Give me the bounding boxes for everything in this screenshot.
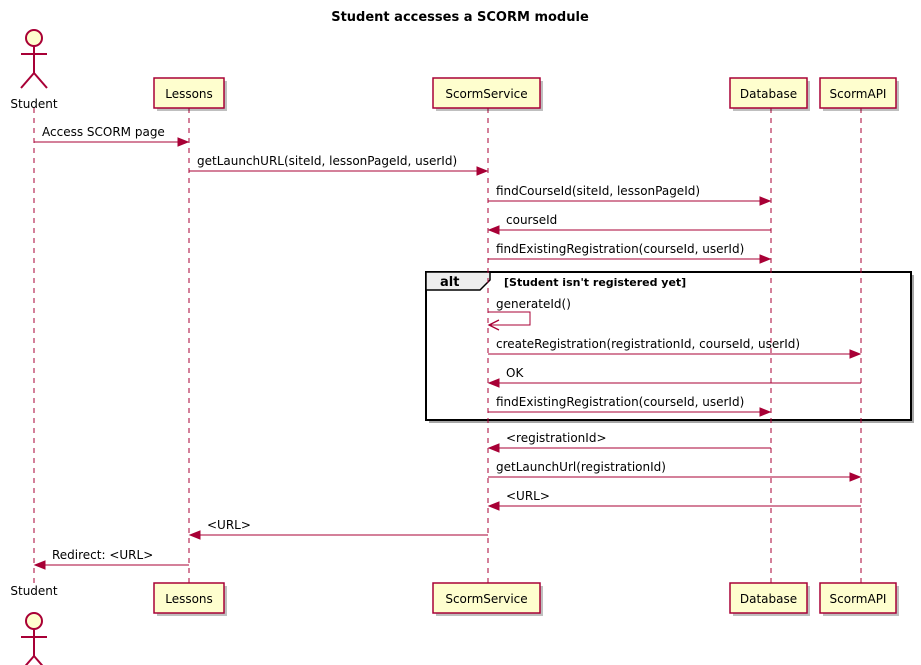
message-8: OK — [487, 366, 861, 388]
message-label: <URL> — [207, 518, 251, 532]
participant-box — [432, 582, 541, 614]
message-label: createRegistration(registrationId, cours… — [496, 337, 800, 351]
arrow-head — [759, 254, 772, 264]
participant-database-bottom: Database — [729, 582, 810, 616]
participant-label: ScormService — [445, 87, 527, 101]
message-14: Redirect: <URL> — [33, 548, 189, 570]
participant-database-top: Database — [729, 77, 810, 111]
arrow-head — [487, 225, 500, 235]
message-11: getLaunchUrl(registrationId) — [488, 460, 862, 482]
actor-left-leg — [20, 72, 35, 89]
participant-label: Database — [740, 87, 797, 101]
alt-fragment-condition: [Student isn't registered yet] — [504, 276, 686, 289]
participant-scorm-service-top: ScormService — [432, 77, 543, 111]
participant-label: Lessons — [165, 87, 213, 101]
message-label: Redirect: <URL> — [52, 548, 153, 562]
message-6: generateId() — [487, 297, 571, 331]
participant-lessons-top: Lessons — [153, 77, 227, 111]
actor-right-leg — [33, 72, 48, 89]
alt-fragment-keyword: alt — [440, 275, 459, 290]
message-label: Access SCORM page — [42, 125, 165, 139]
alt-fragment-frame — [425, 271, 912, 421]
actor-right-leg — [33, 655, 44, 665]
message-label: OK — [506, 366, 524, 380]
arrow-head — [849, 472, 862, 482]
actor-head-icon — [25, 29, 43, 47]
actor-left-leg — [24, 655, 35, 665]
participant-label: ScormAPI — [830, 87, 887, 101]
participant-label: ScormAPI — [830, 592, 887, 606]
actor-head-icon — [25, 612, 43, 630]
message-7: createRegistration(registrationId, cours… — [488, 337, 862, 359]
participant-box — [819, 77, 897, 109]
message-9: findExistingRegistration(courseId, userI… — [488, 395, 772, 417]
actor-student-bottom: Student — [10, 584, 58, 665]
participant-scorm-api-top: ScormAPI — [819, 77, 899, 111]
message-label: findExistingRegistration(courseId, userI… — [496, 242, 744, 256]
arrow-head — [759, 196, 772, 206]
actor-label: Student — [10, 97, 58, 111]
participant-label: ScormService — [445, 592, 527, 606]
message-5: findExistingRegistration(courseId, userI… — [488, 242, 772, 264]
actor-student-top: Student — [10, 29, 58, 111]
arrow-head — [487, 443, 500, 453]
arrow-head — [487, 319, 500, 331]
participant-scorm-service-bottom: ScormService — [432, 582, 543, 616]
arrow-head — [487, 501, 500, 511]
self-message-line — [488, 311, 531, 326]
message-1: Access SCORM page — [34, 125, 190, 147]
participant-box — [729, 582, 808, 614]
participant-box — [432, 77, 541, 109]
message-label: getLaunchURL(siteId, lessonPageId, userI… — [197, 154, 457, 168]
message-label: <URL> — [506, 489, 550, 503]
arrow-head — [759, 407, 772, 417]
diagram-title: Student accesses a SCORM module — [331, 10, 589, 25]
message-label: generateId() — [496, 297, 571, 311]
participant-box — [153, 582, 225, 614]
message-3: findCourseId(siteId, lessonPageId) — [488, 184, 772, 206]
participant-box — [819, 582, 897, 614]
arrow-head — [188, 530, 201, 540]
message-13: <URL> — [188, 518, 488, 540]
message-label: courseId — [506, 213, 557, 227]
participant-box — [153, 77, 225, 109]
message-label: <registrationId> — [506, 431, 607, 445]
arrow-head — [849, 349, 862, 359]
message-10: <registrationId> — [487, 431, 771, 453]
alt-fragment-tab — [425, 271, 491, 291]
message-label: getLaunchUrl(registrationId) — [496, 460, 666, 474]
arrow-head — [487, 378, 500, 388]
message-label: findExistingRegistration(courseId, userI… — [496, 395, 744, 409]
participant-lessons-bottom: Lessons — [153, 582, 227, 616]
message-12: <URL> — [487, 489, 861, 511]
participant-label: Lessons — [165, 592, 213, 606]
participant-box — [729, 77, 808, 109]
message-2: getLaunchURL(siteId, lessonPageId, userI… — [189, 154, 489, 176]
actor-label: Student — [10, 584, 58, 598]
participant-label: Database — [740, 592, 797, 606]
message-4: courseId — [487, 213, 771, 235]
message-label: findCourseId(siteId, lessonPageId) — [496, 184, 700, 198]
participant-scorm-api-bottom: ScormAPI — [819, 582, 899, 616]
arrow-head — [177, 137, 190, 147]
arrow-head — [33, 560, 46, 570]
arrow-head — [476, 166, 489, 176]
